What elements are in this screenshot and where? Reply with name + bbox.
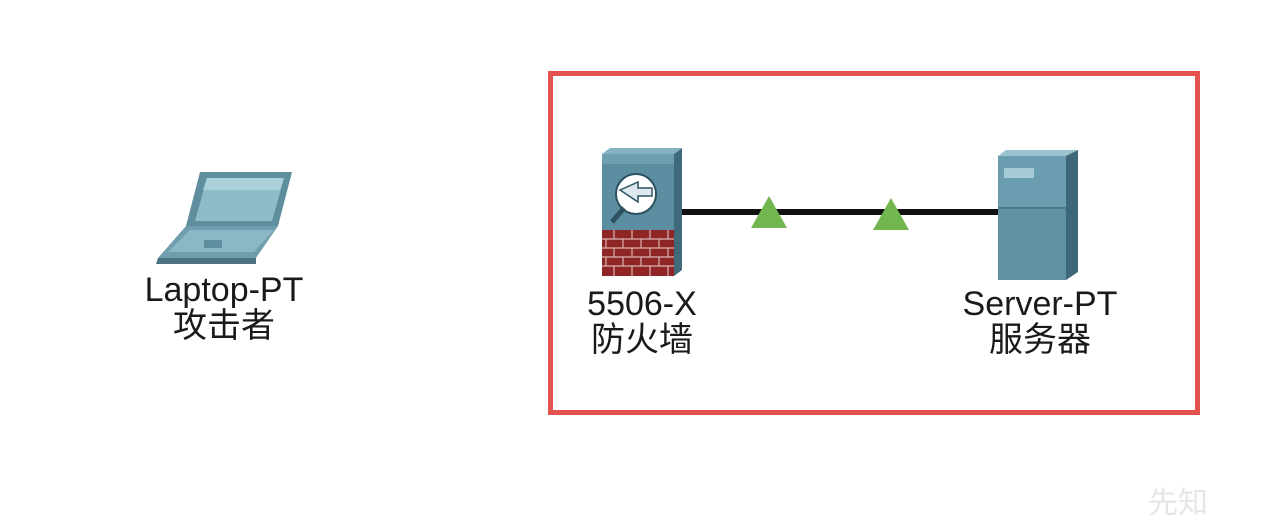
laptop-model: Laptop-PT bbox=[144, 271, 304, 309]
watermark: 先知 bbox=[1148, 478, 1208, 522]
server-icon bbox=[998, 150, 1078, 280]
laptop-name: 攻击者 bbox=[173, 307, 275, 345]
laptop-icon bbox=[156, 172, 292, 264]
server-model: Server-PT bbox=[962, 285, 1118, 323]
firewall-label: 5506-X 防火墙 bbox=[568, 286, 716, 358]
laptop-device[interactable] bbox=[150, 168, 300, 268]
watermark-text: 先知 bbox=[1148, 486, 1208, 521]
server-name: 服务器 bbox=[989, 321, 1091, 359]
server-device[interactable] bbox=[994, 148, 1082, 284]
laptop-label: Laptop-PT 攻击者 bbox=[132, 272, 316, 344]
link-status-up-icon bbox=[751, 196, 787, 228]
firewall-device[interactable] bbox=[598, 146, 686, 280]
highlight-box bbox=[548, 71, 1200, 415]
firewall-model: 5506-X bbox=[587, 285, 697, 323]
firewall-name: 防火墙 bbox=[591, 321, 693, 359]
link-status-up-icon bbox=[873, 198, 909, 230]
server-label: Server-PT 服务器 bbox=[948, 286, 1132, 358]
firewall-icon bbox=[602, 148, 682, 276]
network-link[interactable] bbox=[680, 209, 1002, 215]
